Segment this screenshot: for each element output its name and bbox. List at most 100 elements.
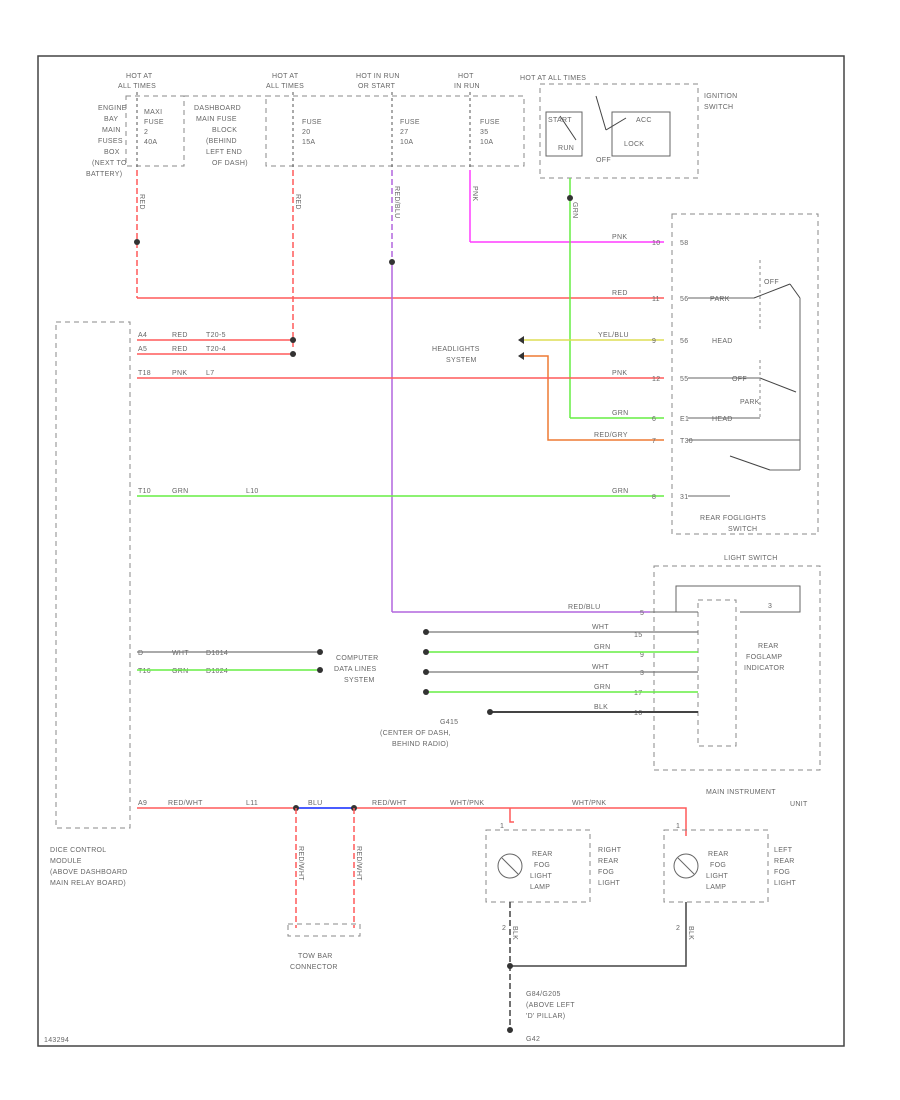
svg-text:LOCK: LOCK [624, 141, 644, 148]
instrument-pins: 5 15 9 3 17 16 [634, 610, 644, 717]
fuse2-header2: ALL TIMES [266, 83, 304, 90]
fuse3-header1: HOT IN RUN [356, 73, 400, 80]
svg-text:PNK: PNK [471, 186, 478, 201]
svg-text:WHT/PNK: WHT/PNK [572, 800, 606, 807]
svg-text:2: 2 [144, 129, 148, 136]
svg-text:RED/WHT: RED/WHT [297, 846, 304, 881]
svg-text:FOG: FOG [710, 862, 726, 869]
svg-text:6: 6 [652, 416, 656, 423]
svg-text:T20-4: T20-4 [206, 346, 226, 353]
computer-l2: DATA LINES [334, 666, 376, 673]
svg-text:T16: T16 [138, 668, 151, 675]
svg-text:D1014: D1014 [206, 650, 228, 657]
svg-text:16: 16 [634, 710, 642, 717]
svg-text:3: 3 [640, 670, 644, 677]
svg-text:HEAD: HEAD [712, 416, 733, 423]
svg-text:FUSES: FUSES [98, 138, 123, 145]
switch-pin-labels: 10 11 9 12 6 7 8 [652, 240, 660, 501]
svg-text:(NEXT TO: (NEXT TO [92, 160, 127, 167]
ignition-inner-left [545, 111, 583, 157]
light-switch-title: LIGHT SWITCH [724, 555, 778, 562]
engine-bay-fuse-box [125, 95, 185, 167]
svg-text:40A: 40A [144, 139, 157, 146]
indicator-label: REAR FOGLAMP INDICATOR [744, 643, 784, 672]
svg-text:RED: RED [138, 194, 145, 210]
svg-text:OFF: OFF [764, 279, 779, 286]
svg-text:LIGHT: LIGHT [530, 873, 553, 880]
data-arrow-dice-1 [317, 649, 323, 655]
svg-text:DASHBOARD: DASHBOARD [194, 105, 241, 112]
svg-text:LIGHT: LIGHT [598, 880, 621, 887]
svg-text:FOG: FOG [774, 869, 790, 876]
svg-text:11: 11 [652, 296, 660, 303]
svg-text:RED/WHT: RED/WHT [168, 800, 203, 807]
svg-text:(ABOVE DASHBOARD: (ABOVE DASHBOARD [50, 869, 128, 876]
svg-text:10A: 10A [400, 139, 413, 146]
svg-text:GRN: GRN [172, 488, 188, 495]
svg-text:D1024: D1024 [206, 668, 228, 675]
svg-text:FUSE: FUSE [144, 119, 164, 126]
right-lamp-text: REAR FOG LIGHT LAMP RIGHT REAR FOG LIGHT… [500, 823, 622, 932]
ground-splice [507, 963, 513, 969]
svg-text:1: 1 [500, 823, 504, 830]
engine-bay-box-label: ENGINE BAY MAIN FUSES BOX (NEXT TO BATTE… [86, 105, 127, 178]
svg-text:10A: 10A [480, 139, 493, 146]
svg-text:WHT/PNK: WHT/PNK [450, 800, 484, 807]
svg-text:RIGHT: RIGHT [598, 847, 622, 854]
svg-text:ACC: ACC [636, 117, 652, 124]
svg-text:FUSE: FUSE [480, 119, 500, 126]
left-rear-fog-lamp [663, 829, 769, 903]
main-instrument-unit [653, 565, 821, 771]
data-line-labels: RED/BLU WHT GRN WHT GRN BLK [568, 604, 610, 711]
svg-text:WHT: WHT [592, 664, 609, 671]
svg-text:GRN: GRN [612, 488, 628, 495]
svg-text:L7: L7 [206, 370, 214, 377]
svg-text:MAIN: MAIN [102, 127, 121, 134]
wire-lamp-l-feed [510, 807, 687, 836]
rear-foglights-switch [671, 213, 819, 535]
ground-l4: G42 [526, 1036, 540, 1043]
g415-l2: (CENTER OF DASH, [380, 730, 451, 737]
svg-text:BLK: BLK [687, 926, 694, 940]
ground-l3: 'D' PILLAR) [526, 1013, 565, 1020]
headlights-l1: HEADLIGHTS [432, 346, 480, 353]
svg-text:T30: T30 [680, 438, 693, 445]
svg-text:FUSE: FUSE [400, 119, 420, 126]
wire-labels-right: PNK RED YEL/BLU PNK GRN RED/GRY GRN [594, 234, 629, 495]
computer-l1: COMPUTER [336, 655, 378, 662]
svg-text:PNK: PNK [612, 370, 627, 377]
headlight-arrow-1 [518, 336, 524, 344]
dice-control-module [55, 321, 131, 829]
svg-text:OFF: OFF [596, 157, 611, 164]
diagram-id: 143294 [44, 1037, 69, 1044]
svg-text:27: 27 [400, 129, 408, 136]
fuse-text: MAXI FUSE 2 40A FUSE 20 15A FUSE 27 10A … [144, 109, 500, 146]
svg-text:8: 8 [652, 494, 656, 501]
fuse2-header1: HOT AT [272, 73, 299, 80]
svg-text:D: D [138, 650, 143, 657]
svg-text:FOGLAMP: FOGLAMP [746, 654, 782, 661]
svg-text:MAIN RELAY BOARD): MAIN RELAY BOARD) [50, 880, 126, 887]
svg-text:T18: T18 [138, 370, 151, 377]
svg-text:20: 20 [302, 129, 310, 136]
connection-dots [134, 195, 573, 357]
svg-text:PARK: PARK [740, 399, 760, 406]
svg-text:REAR: REAR [774, 858, 795, 865]
svg-text:L11: L11 [246, 800, 258, 807]
switch-name2: SWITCH [728, 526, 757, 533]
svg-text:GRN: GRN [172, 668, 188, 675]
svg-text:35: 35 [480, 129, 488, 136]
svg-text:START: START [548, 117, 572, 124]
svg-text:9: 9 [652, 338, 656, 345]
svg-text:L10: L10 [246, 488, 259, 495]
fuse4-header1: HOT [458, 73, 474, 80]
svg-text:GRN: GRN [612, 410, 628, 417]
ignition-inner-right [611, 111, 671, 157]
svg-text:A9: A9 [138, 800, 147, 807]
svg-text:BLU: BLU [308, 800, 323, 807]
right-lamp-filament [501, 857, 519, 875]
svg-text:MAXI: MAXI [144, 109, 162, 116]
switch-pos-labels: OFF PARK HEAD OFF PARK HEAD [710, 279, 779, 423]
switch-name1: REAR FOGLIGHTS [700, 515, 766, 522]
svg-text:GRN: GRN [594, 644, 610, 651]
